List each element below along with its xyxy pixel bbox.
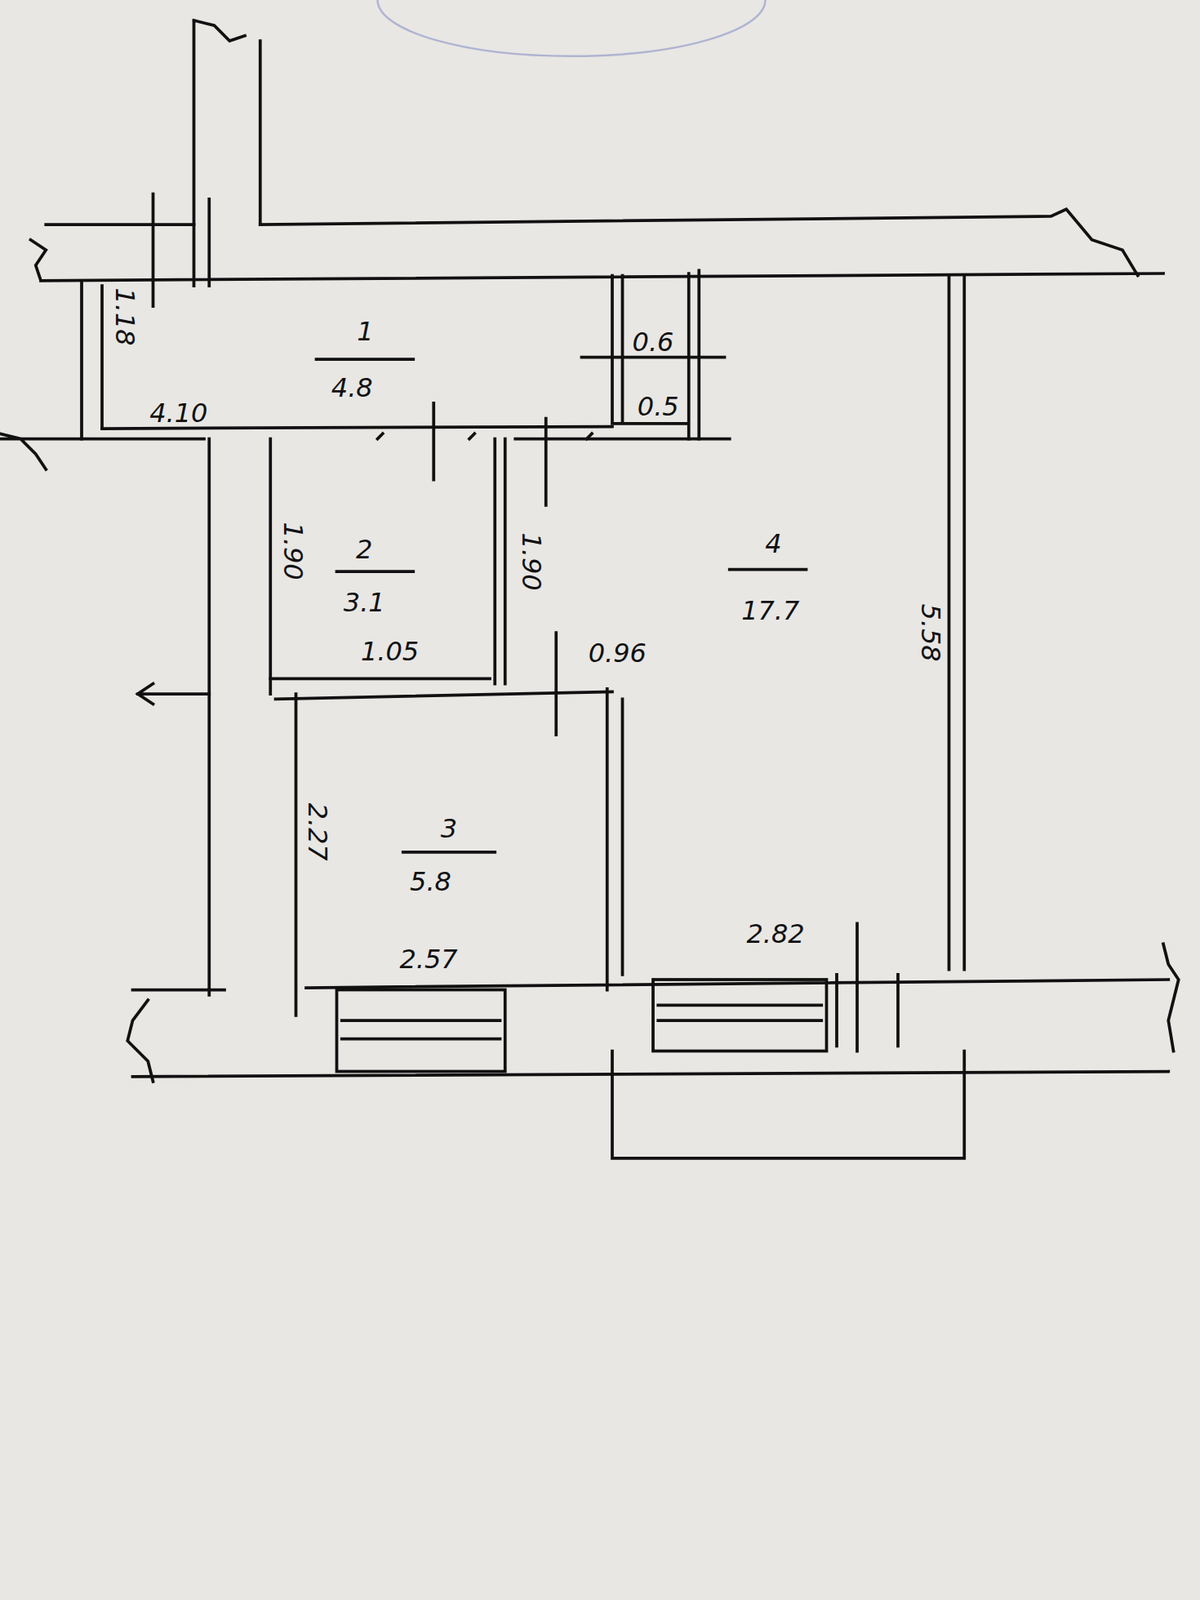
dimension-label: 4.10 bbox=[146, 398, 210, 428]
dimension-label: 3.1 bbox=[341, 587, 388, 618]
dimension-label: 3 bbox=[438, 813, 460, 844]
dimension-label: 0.96 bbox=[586, 638, 649, 668]
stamp bbox=[377, 0, 766, 57]
dimension-label: 0.6 bbox=[630, 327, 677, 357]
dimension-label: 1.18 bbox=[110, 284, 140, 348]
dimension-label: 1.90 bbox=[278, 519, 308, 583]
dimension-label: 4.8 bbox=[328, 373, 376, 403]
dimension-label: 2.57 bbox=[396, 944, 460, 974]
dimension-label: 2.82 bbox=[743, 919, 807, 949]
dimension-label: 17.7 bbox=[738, 595, 802, 626]
dimension-label: 1.05 bbox=[358, 636, 422, 667]
dimension-label: 5.8 bbox=[407, 866, 454, 897]
dimension-label: 5.58 bbox=[915, 600, 946, 664]
dimension-label: 0.5 bbox=[635, 391, 682, 422]
dimension-label: 4 bbox=[762, 528, 784, 559]
dimension-label: 1 bbox=[354, 316, 376, 347]
dimension-label: 1.90 bbox=[516, 529, 547, 593]
dimension-label: 2 bbox=[353, 534, 375, 565]
dimension-label: 2.27 bbox=[302, 800, 333, 863]
